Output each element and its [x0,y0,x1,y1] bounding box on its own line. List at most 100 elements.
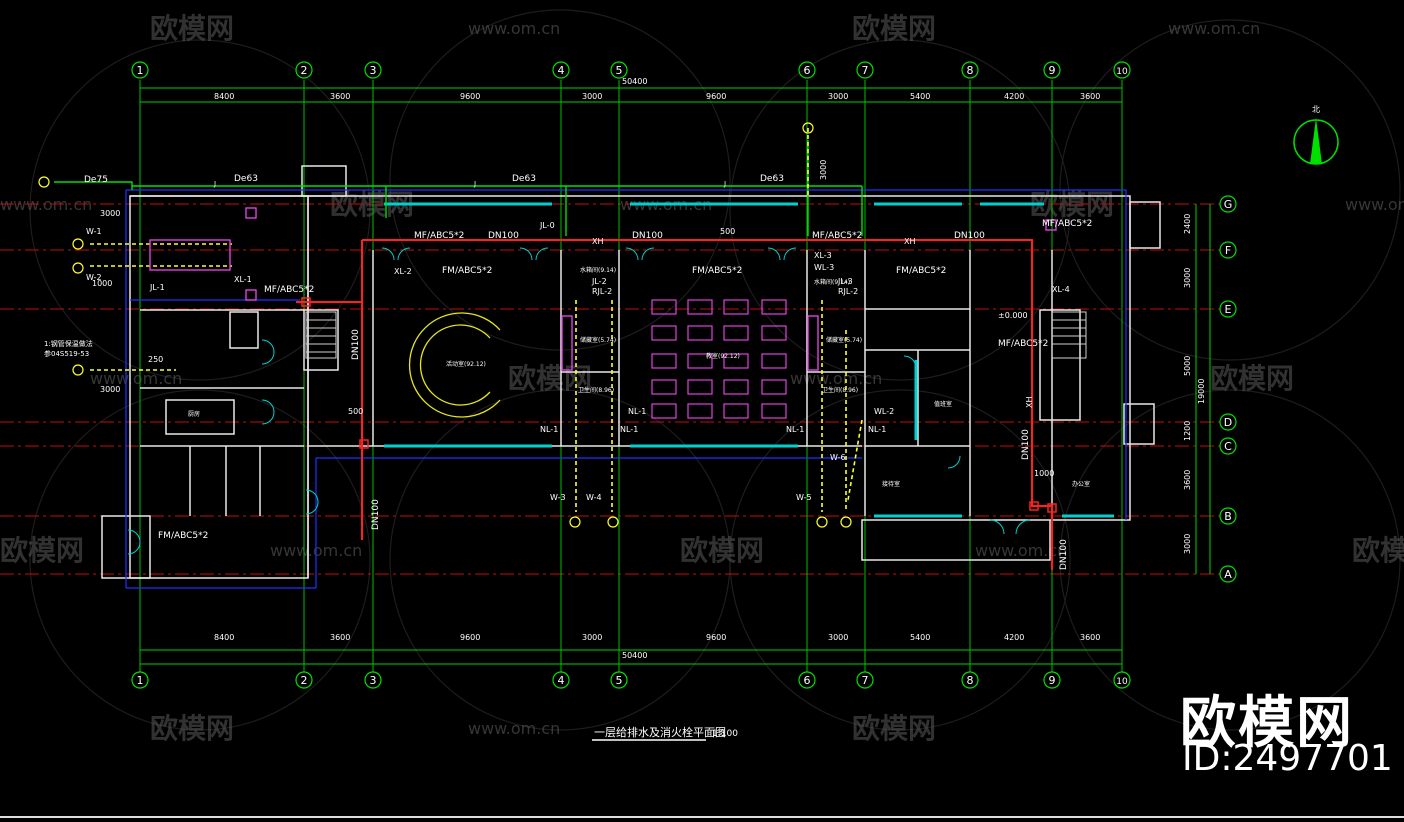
axis-number: 4 [558,64,565,77]
watermark-url: www.om.cn [0,195,92,214]
axis-number: 5 [616,674,623,687]
pipe-label: J [213,180,216,188]
axis-number: 10 [1116,67,1128,77]
dim-text: 9600 [460,633,480,642]
dim-text: 5000 [1183,356,1192,376]
dim-text: 9600 [706,92,726,101]
window-strips [384,202,1114,518]
extinguisher-label: MF/ABC5*2 [264,285,314,295]
axis-number: 6 [804,64,811,77]
room-label: 接待室 [882,480,900,488]
axis-bubble-labels: 1 2 3 4 5 6 7 8 9 10 1 2 3 4 5 6 7 8 9 1… [137,64,1233,687]
watermark-url: www.om.cn [468,719,560,738]
hydrant-cabinet-icons [301,297,1057,513]
room-label: 水箱间(9.14) [814,278,850,286]
axis-number: 10 [1116,677,1128,687]
axis-letter: A [1224,568,1232,581]
room-labels: 活动室(92.12) 教室(92.12) 储藏室(5.74) 储藏室(5.74)… [188,266,1090,488]
watermark-brand: 欧模网 [852,712,936,745]
dim-text: 19000 [1197,379,1206,404]
watermark-brand: 欧模网 [150,12,234,45]
riser-label: W-4 [586,493,602,502]
watermark-brand: 欧模网 [1352,534,1404,567]
dim-text: 3000 [100,209,120,218]
right-dimension-texts: 2400 3000 5000 1200 3600 3000 19000 [1183,214,1206,554]
dim-text: 9600 [706,633,726,642]
drawing-title-block: 一层给排水及消火栓平面图 1:100 [592,725,738,741]
watermark-url: www.om.cn [1345,195,1404,214]
watermark-url: www.om.cn [790,369,882,388]
note-text: 1:钢管保温做法 [44,339,93,348]
axis-letter: C [1224,440,1232,453]
dim-text: 4200 [1004,92,1024,101]
axis-letter: G [1224,198,1233,211]
riser-label: JL-3 [837,277,853,286]
riser-label: NL-1 [868,425,886,434]
dim-text: 3600 [1183,470,1192,490]
total-dim-text: 50400 [622,651,647,660]
pipe-label: J [473,180,476,188]
dim-text: 1000 [1034,469,1054,478]
watermark-brand: 欧模网 [680,534,764,567]
axis-letter: D [1224,416,1232,429]
dim-text: 500 [348,407,363,416]
riser-label: XL-4 [1052,285,1070,294]
fixtures-magenta [149,207,1057,371]
total-dim-text: 50400 [622,77,647,86]
watermark-brand: 欧模网 [0,534,84,567]
room-label: 办公室 [1072,480,1090,488]
dim-text: 3000 [828,633,848,642]
dim-text: 9600 [460,92,480,101]
axis-number: 1 [137,64,144,77]
watermark-brand: 欧模网 [508,362,592,395]
axis-number: 4 [558,674,565,687]
pipe-label: J [723,180,726,188]
extinguisher-label: FM/ABC5*2 [158,531,208,541]
riser-label: XL-2 [394,267,412,276]
extinguisher-label: FM/ABC5*2 [692,266,742,276]
pipe-label: DN100 [1021,429,1031,460]
blue-outline [125,189,1127,589]
pipe-label: De75 [84,175,108,185]
watermark-url: www.om.cn [468,19,560,38]
room-label: 卫生间(8.96) [822,386,858,394]
axis-number: 7 [862,674,869,687]
room-label: 值班室 [934,400,952,408]
riser-label: NL-1 [786,425,804,434]
dim-text: 4200 [1004,633,1024,642]
room-label: 教室(92.12) [706,352,740,360]
dim-text: 1000 [92,279,112,288]
extinguisher-label: MF/ABC5*2 [998,339,1048,349]
pipe-label: DN100 [632,231,663,241]
riser-circles [38,122,852,528]
dim-text: 3000 [582,633,602,642]
pipe-label: XH [592,237,604,246]
room-label: 水箱间(9.14) [580,266,616,274]
north-label: 北 [1312,105,1320,114]
misc-annotations: ±0.000 3000 1000 250 500 3000 1000 500 3… [44,160,1054,478]
north-arrow-icon: 北 [1293,105,1339,165]
dim-text: 3000 [828,92,848,101]
drainage-pipes [90,128,863,512]
riser-label: WL-2 [874,407,894,416]
dim-text: 8400 [214,633,234,642]
drawing-title: 一层给排水及消火栓平面图 [594,725,726,739]
room-label: 储藏室(5.74) [580,336,616,344]
drawing-scale: 1:100 [712,729,738,739]
riser-label: WL-3 [814,263,834,272]
pipe-label: XH [904,237,916,246]
door-swings [127,247,1031,555]
dim-text: 3600 [330,633,350,642]
riser-label: W-1 [86,227,102,236]
axis-number: 5 [616,64,623,77]
watermark-url: www.om.cn [1168,19,1260,38]
dim-text: 250 [148,355,163,364]
extinguisher-label: MF/ABC5*2 [812,231,862,241]
riser-label: JL-2 [591,277,607,286]
axis-letter: B [1224,510,1232,523]
extinguisher-label: MF/ABC5*2 [1042,219,1092,229]
dim-text: 3600 [1080,92,1100,101]
watermark-url: www.om.cn [90,369,182,388]
pipe-label: DN100 [488,231,519,241]
